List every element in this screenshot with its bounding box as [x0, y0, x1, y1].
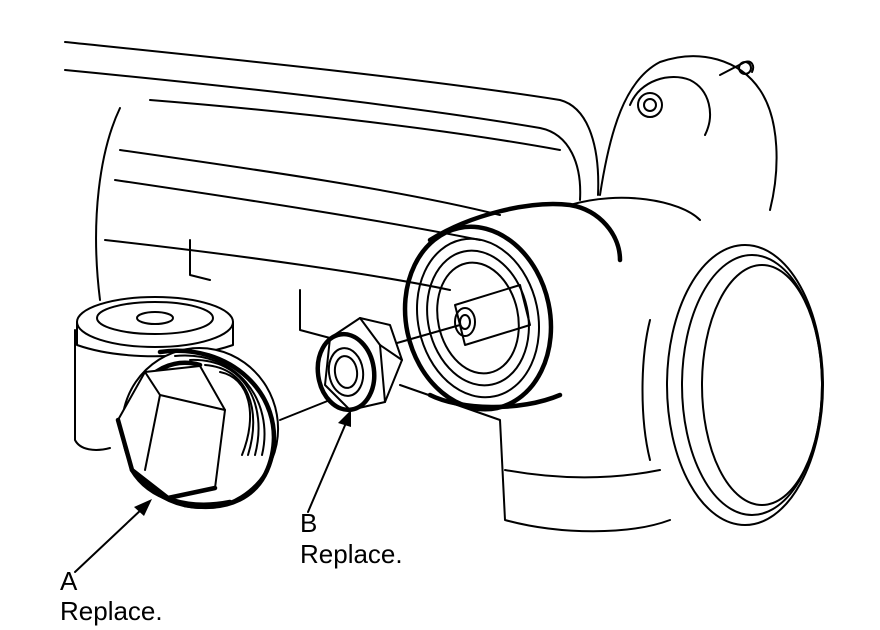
callout-b-leader [307, 410, 351, 513]
callout-b-note: Replace. [300, 539, 403, 569]
rack-housing [64, 41, 671, 533]
callout-b-letter: B [300, 508, 317, 538]
part-b-hex-fitting [315, 317, 403, 413]
valve-port [389, 196, 701, 412]
mounting-bracket [599, 55, 778, 211]
mount-pad [76, 296, 234, 358]
callout-a-note: Replace. [60, 596, 163, 626]
part-a-hex-plug [115, 347, 280, 510]
callout-a-leader [74, 499, 152, 573]
right-end-boot [641, 244, 824, 526]
callout-a-letter: A [60, 566, 78, 596]
